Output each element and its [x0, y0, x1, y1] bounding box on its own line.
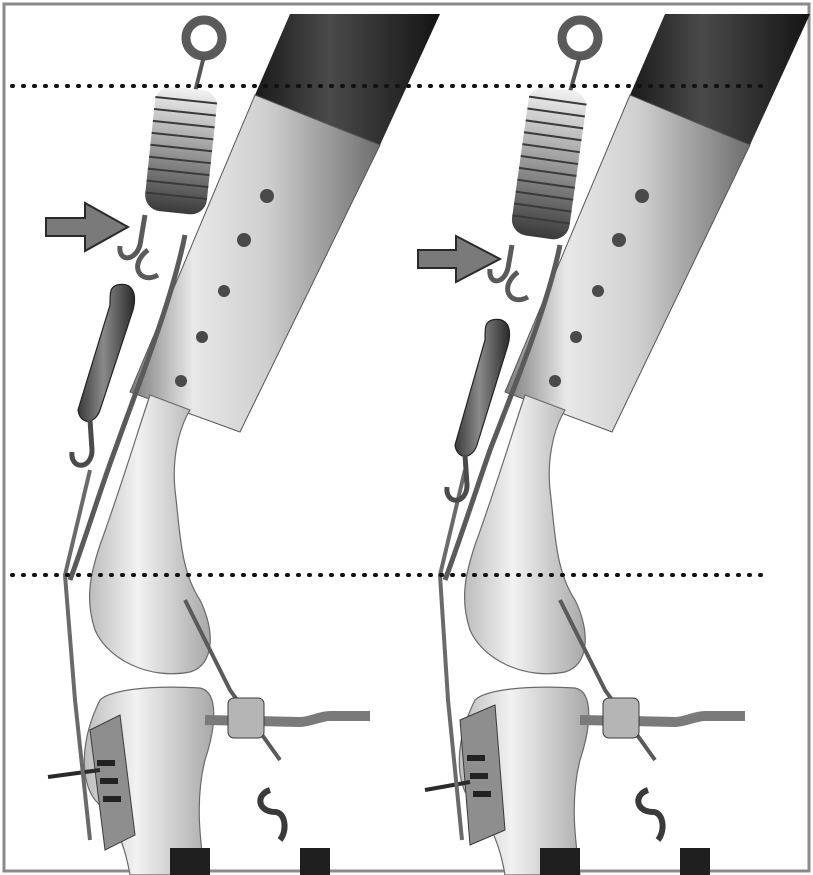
lower-block-left	[170, 848, 210, 875]
spring-left	[144, 85, 219, 216]
lower-block2-left	[300, 848, 330, 875]
lower-block-right	[540, 848, 580, 875]
lower-block2-right	[680, 848, 710, 875]
clamp-block-left	[228, 698, 264, 738]
clamp-block-right	[603, 698, 639, 738]
